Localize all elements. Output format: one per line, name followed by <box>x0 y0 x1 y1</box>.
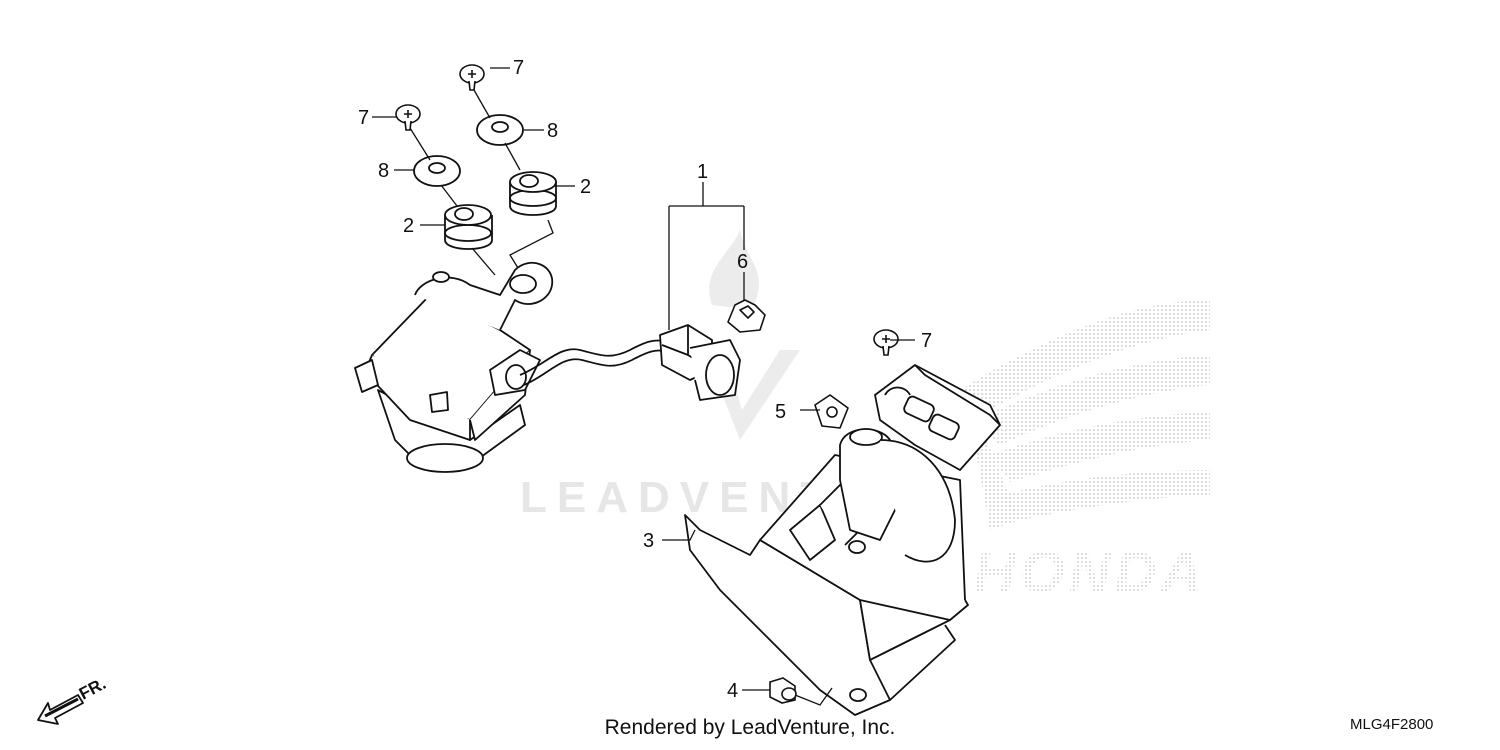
callout-7: 7 <box>358 107 369 129</box>
callout-2: 2 <box>403 215 414 237</box>
callout-6: 6 <box>737 251 748 273</box>
bolt-4 <box>769 677 797 704</box>
cover-bracket <box>684 364 1001 716</box>
diagram-code: MLG4F2800 <box>1350 716 1434 733</box>
render-credit-text: Rendered by LeadVenture, Inc. <box>604 716 896 739</box>
modulator-unit <box>354 261 553 473</box>
callout-8: 8 <box>378 160 389 182</box>
screw-left <box>395 104 421 131</box>
callout-5: 5 <box>775 401 786 423</box>
callout-8: 8 <box>547 120 558 142</box>
honda-wing-watermark: HONDA <box>960 300 1210 605</box>
callout-7: 7 <box>921 330 932 352</box>
washer-right <box>476 114 524 146</box>
callout-labels: 1 2 2 3 4 5 6 7 7 7 8 8 <box>358 57 932 702</box>
honda-watermark-text: HONDA <box>974 540 1207 605</box>
grommet-right <box>509 171 557 216</box>
render-credit: Rendered by LeadVenture, Inc. <box>0 716 1500 740</box>
screw-right <box>459 64 485 91</box>
wire-connector <box>659 324 741 401</box>
callout-2: 2 <box>580 176 591 198</box>
leader-lines <box>372 67 915 706</box>
clip-5 <box>814 394 849 429</box>
clip-6 <box>727 299 766 333</box>
wire-harness <box>519 339 669 386</box>
callout-3: 3 <box>643 530 654 552</box>
callout-1: 1 <box>697 161 708 183</box>
callout-7: 7 <box>513 57 524 79</box>
washer-left <box>413 155 461 187</box>
callout-4: 4 <box>727 680 738 702</box>
screw-center <box>873 329 899 356</box>
assembly-lines <box>409 89 554 276</box>
grommet-left <box>444 204 493 250</box>
